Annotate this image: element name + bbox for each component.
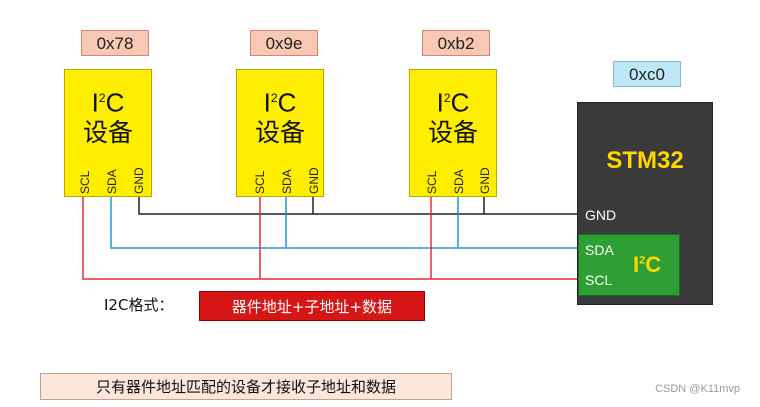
device-1-subtitle: 设备 bbox=[82, 118, 133, 147]
mcu-i2c-block: SDA SCL I2C bbox=[578, 234, 680, 296]
scl-wire bbox=[82, 197, 577, 280]
gnd-wire bbox=[138, 197, 577, 215]
device-3-address: 0xb2 bbox=[422, 30, 490, 56]
device-3-sda-pin: SDA bbox=[452, 169, 466, 194]
device-3-title: I2C bbox=[436, 87, 470, 118]
watermark: CSDN @K11mvp bbox=[655, 383, 740, 395]
device-2-title: I2C bbox=[263, 87, 297, 118]
device-1-title: I2C bbox=[91, 87, 125, 118]
device-2-scl-pin: SCL bbox=[253, 170, 267, 194]
i2c-device-1: I2C 设备 SCL SDA GND bbox=[64, 69, 152, 197]
device-2-address: 0x9e bbox=[250, 30, 318, 56]
device-2-subtitle: 设备 bbox=[254, 118, 305, 147]
i2c-device-3: I2C 设备 SCL SDA GND bbox=[409, 69, 497, 197]
device-2-gnd-pin: GND bbox=[307, 167, 321, 194]
format-label: I2C格式： bbox=[104, 296, 174, 314]
device-1-sda-pin: SDA bbox=[105, 169, 119, 194]
device-1-gnd-pin: GND bbox=[132, 167, 146, 194]
device-3-scl-pin: SCL bbox=[425, 170, 439, 194]
mcu-name: STM32 bbox=[606, 147, 684, 174]
mcu-gnd-pin: GND bbox=[585, 207, 617, 223]
stm32-mcu: STM32 GND SDA SCL I2C bbox=[577, 102, 713, 305]
device-1-scl-pin: SCL bbox=[78, 170, 92, 194]
sda-wire bbox=[110, 197, 577, 249]
device-2-sda-pin: SDA bbox=[280, 169, 294, 194]
device-1-address: 0x78 bbox=[81, 30, 149, 56]
i2c-device-2: I2C 设备 SCL SDA GND bbox=[236, 69, 324, 197]
address-match-note: 只有器件地址匹配的设备才接收子地址和数据 bbox=[40, 373, 452, 400]
mcu-scl-pin: SCL bbox=[585, 272, 613, 288]
mcu-address: 0xc0 bbox=[613, 61, 681, 87]
format-value: 器件地址+子地址+数据 bbox=[199, 291, 425, 321]
device-3-gnd-pin: GND bbox=[478, 167, 492, 194]
mcu-i2c-label: I2C bbox=[633, 252, 662, 277]
mcu-sda-pin: SDA bbox=[585, 242, 614, 258]
device-3-subtitle: 设备 bbox=[427, 118, 478, 147]
